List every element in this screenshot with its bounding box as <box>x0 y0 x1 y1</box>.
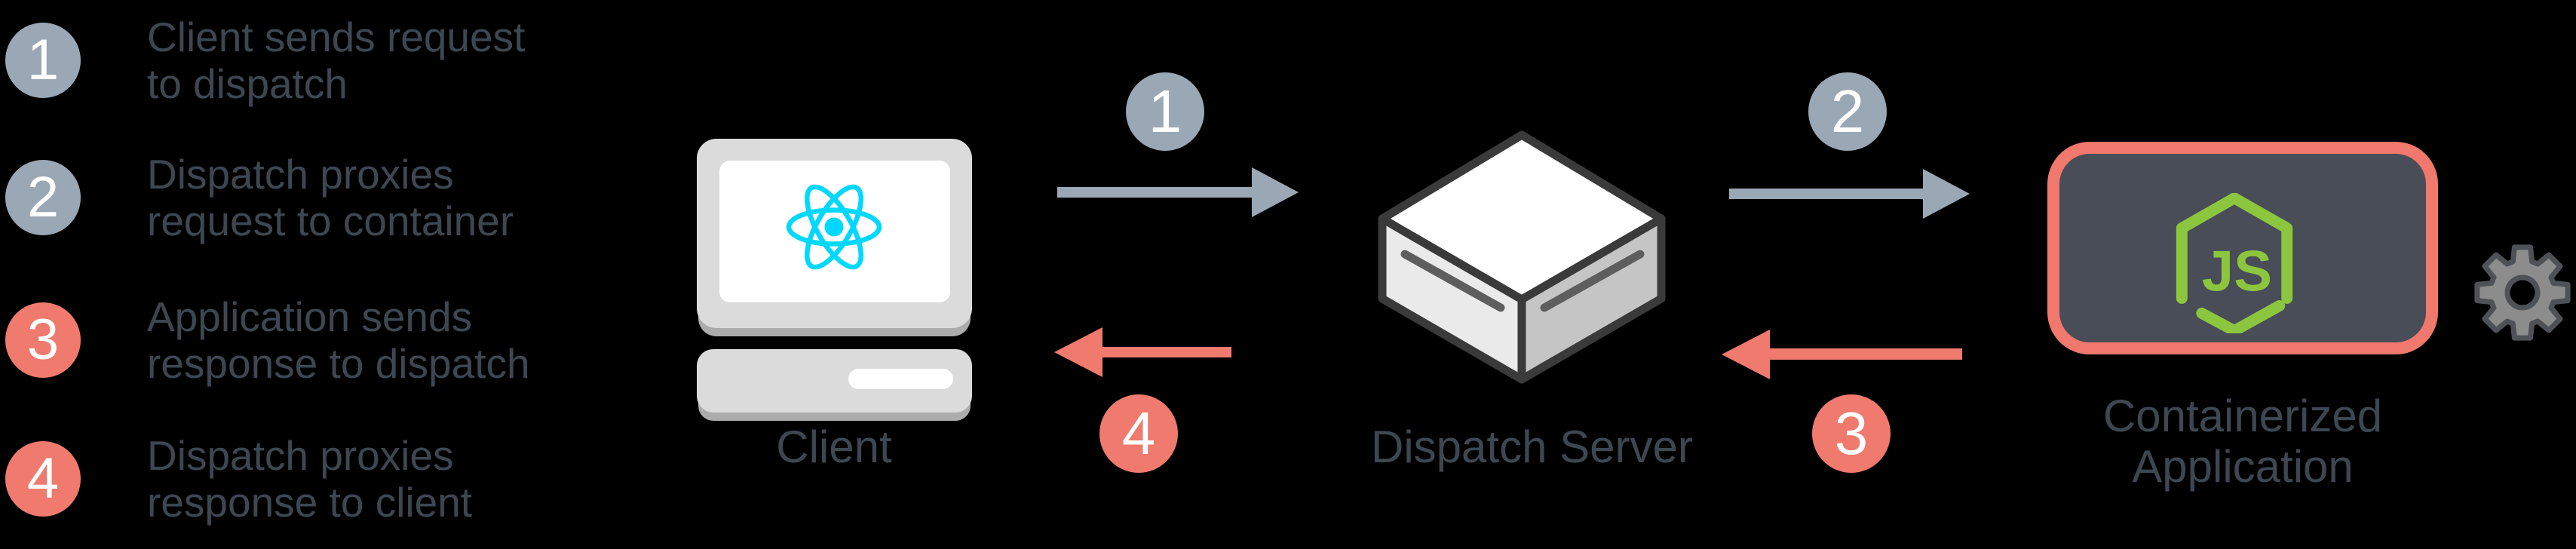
containerized-application-label: Containerized Application <box>2054 391 2431 492</box>
step-2-number: 2 <box>1830 78 1865 145</box>
legend-step-2-number: 2 <box>26 165 60 229</box>
laptop-keyboard-bar <box>848 369 953 389</box>
container-box <box>2047 142 2438 354</box>
client-label: Client <box>776 422 892 472</box>
legend-step-1-badge: 1 <box>5 23 81 98</box>
step-1-number: 1 <box>1148 78 1182 145</box>
legend-step-2-line-2: request to container <box>147 198 514 244</box>
step-badge-4: 4 <box>1099 394 1178 473</box>
legend-step-3-badge: 3 <box>5 302 81 378</box>
legend-step-3-text: Application sends response to dispatch <box>147 293 530 387</box>
flow-arrow-2-head <box>1923 169 1970 219</box>
legend-step-1-line-1: Client sends request <box>147 14 526 60</box>
legend-item-4: 4 Dispatch proxies response to client <box>5 432 472 526</box>
legend-item-1: 1 Client sends request to dispatch <box>5 14 525 107</box>
step-badge-3: 3 <box>1812 394 1891 473</box>
legend-step-2-line-1: Dispatch proxies <box>147 151 454 198</box>
flow-arrow-2-shaft <box>1729 189 1923 199</box>
legend-step-4-text: Dispatch proxies response to client <box>147 432 472 526</box>
legend-step-3-number: 3 <box>26 308 60 372</box>
react-logo-icon <box>786 184 882 270</box>
legend-step-1-text: Client sends request to dispatch <box>147 14 525 107</box>
legend-step-4-badge: 4 <box>5 441 81 517</box>
step-4-number: 4 <box>1121 400 1156 467</box>
containerized-application-label-line-2: Application <box>2132 441 2354 492</box>
legend-item-2: 2 Dispatch proxies request to container <box>5 151 514 244</box>
step-3-number: 3 <box>1834 400 1869 467</box>
legend-step-4-number: 4 <box>26 446 60 511</box>
svg-text:JS: JS <box>2202 240 2272 304</box>
step-badge-1: 1 <box>1126 72 1204 151</box>
flow-arrow-1-shaft <box>1057 187 1252 198</box>
step-badge-2: 2 <box>1808 72 1887 151</box>
legend-step-1-number: 1 <box>26 28 60 92</box>
flow-arrow-3-head <box>1722 330 1770 379</box>
nodejs-logo-icon: JS <box>2176 193 2293 333</box>
legend-step-2-text: Dispatch proxies request to container <box>147 151 514 244</box>
server-box-icon <box>1378 130 1666 384</box>
gear-icon <box>2474 244 2571 341</box>
containerized-application-label-line-1: Containerized <box>2102 391 2383 441</box>
flow-arrow-4-shaft <box>1102 347 1231 357</box>
legend-step-3-line-2: response to dispatch <box>147 340 530 387</box>
legend-step-3-line-1: Application sends <box>147 293 473 340</box>
flow-arrow-3-shaft <box>1770 348 1962 360</box>
legend-step-4-line-2: response to client <box>147 479 473 526</box>
legend-item-3: 3 Application sends response to dispatch <box>5 293 530 387</box>
legend-step-2-badge: 2 <box>5 160 81 235</box>
legend-step-1-line-2: to dispatch <box>147 60 348 107</box>
flow-arrow-4-head <box>1054 327 1102 377</box>
legend-step-4-line-1: Dispatch proxies <box>147 432 454 479</box>
dispatch-server-label: Dispatch Server <box>1371 422 1693 472</box>
flow-arrow-1-head <box>1252 167 1299 217</box>
